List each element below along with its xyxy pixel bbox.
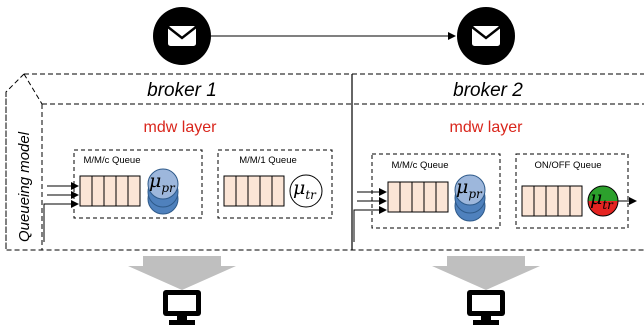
server-rate-label: μpr xyxy=(456,176,483,201)
side-label-frame xyxy=(23,73,43,105)
onoff-server xyxy=(587,185,619,217)
queue-buffer xyxy=(387,181,449,213)
broker-2-mmc-queue: M/M/c Queue μpr xyxy=(371,153,501,229)
queue-buffer xyxy=(223,175,285,207)
broker-1-mm1-queue: M/M/1 Queue μtr xyxy=(217,149,333,219)
broker-2-title: broker 2 xyxy=(453,80,523,101)
broker-2-layer-label: mdw layer xyxy=(450,119,524,136)
server-circle xyxy=(289,174,323,208)
server-stack xyxy=(454,174,486,222)
envelope-icon xyxy=(153,7,211,65)
server-rate-label: μpr xyxy=(149,170,176,195)
broker-2-onoff-queue: ON/OFF Queue μtr xyxy=(515,153,637,229)
server-rate-label: μtr xyxy=(590,187,614,212)
queue-title: ON/OFF Queue xyxy=(534,160,601,171)
queue-buffer xyxy=(521,185,583,217)
output-arrow-2 xyxy=(432,256,540,290)
server-rate-label: μtr xyxy=(293,177,317,202)
queue-buffer xyxy=(79,175,141,207)
output-arrow-1 xyxy=(128,256,236,290)
broker-1-arrival-arrows xyxy=(43,182,79,242)
queue-title: M/M/c Queue xyxy=(83,155,140,166)
envelope-icon xyxy=(457,7,515,65)
monitor-icon xyxy=(467,290,505,325)
broker-1-layer-label: mdw layer xyxy=(144,119,218,136)
server-stack xyxy=(147,168,179,215)
queueing-model-frame xyxy=(5,73,644,251)
broker-1-mmc-queue: M/M/c Queue μpr xyxy=(73,149,203,219)
queue-title: M/M/c Queue xyxy=(391,160,448,171)
monitor-icon xyxy=(163,290,201,325)
side-label: Queueing model xyxy=(16,131,33,242)
broker-1-title: broker 1 xyxy=(147,80,217,101)
queue-title: M/M/1 Queue xyxy=(239,155,297,166)
broker-2-arrival-arrows xyxy=(353,188,387,242)
